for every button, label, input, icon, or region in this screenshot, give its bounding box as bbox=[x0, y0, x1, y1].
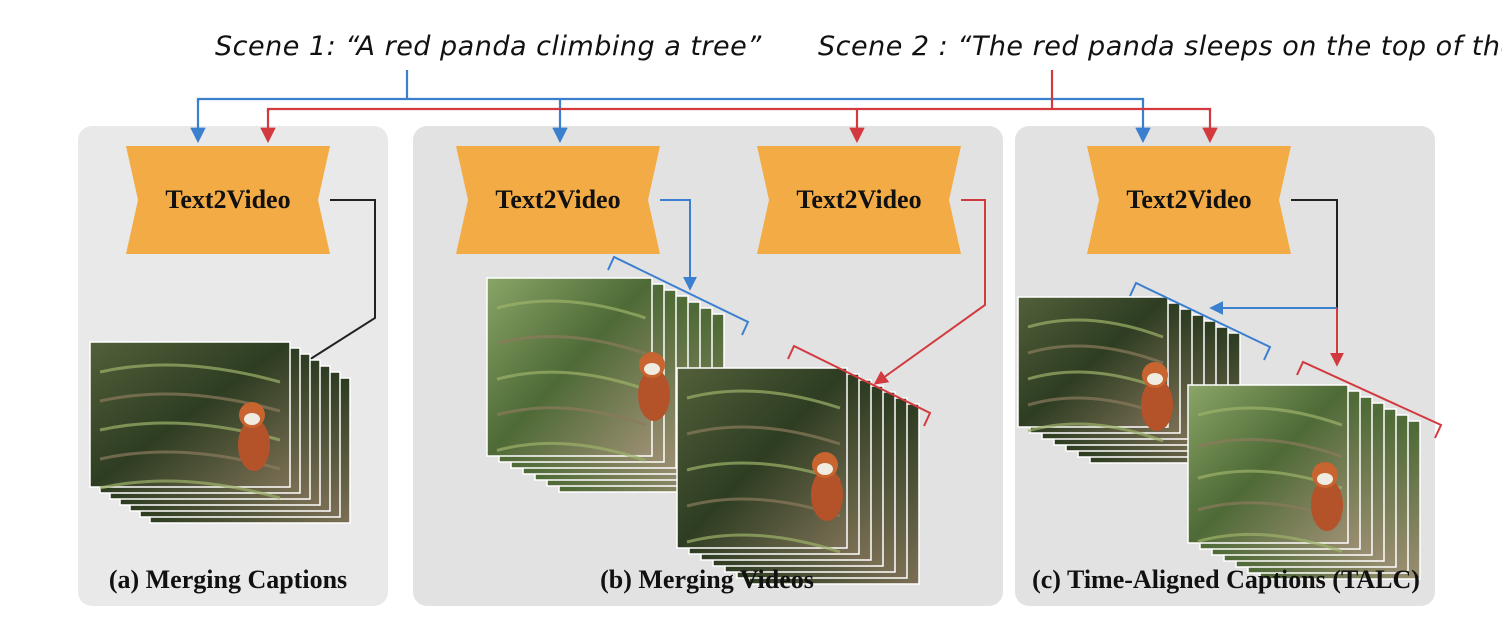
frame-stack-a bbox=[89, 341, 351, 524]
output-arrow-b2 bbox=[873, 199, 986, 385]
branch-texture bbox=[1197, 406, 1343, 427]
branch-texture bbox=[496, 335, 646, 356]
branch-texture bbox=[496, 299, 646, 320]
scene-1-connectors bbox=[190, 70, 1151, 144]
bracket-b1 bbox=[607, 255, 750, 336]
model-label-c: Text2Video bbox=[1126, 185, 1251, 214]
branch-texture bbox=[1027, 422, 1164, 443]
frame-stack-c2 bbox=[1187, 384, 1421, 580]
output-arrow-a bbox=[287, 199, 376, 374]
text2video-model-c: Text2Video bbox=[1087, 146, 1291, 254]
caption-b: (b) Merging Videos bbox=[600, 565, 814, 594]
text2video-model-a: Text2Video bbox=[126, 146, 330, 254]
video-frame bbox=[486, 277, 653, 457]
red-panda-icon bbox=[1311, 462, 1343, 531]
scene-1-caption: Scene 1: “A red panda climbing a tree” bbox=[215, 31, 762, 62]
branch-texture bbox=[1027, 344, 1164, 365]
frame-stack-c1 bbox=[1017, 296, 1241, 464]
branch-texture bbox=[1197, 438, 1343, 459]
branch-texture bbox=[496, 441, 646, 462]
red-panda-icon bbox=[1141, 362, 1173, 431]
branch-texture bbox=[686, 533, 841, 554]
red-panda-icon bbox=[811, 452, 843, 521]
branch-texture bbox=[686, 389, 841, 410]
bracket-c1 bbox=[1129, 281, 1272, 361]
text2video-model-b2: Text2Video bbox=[757, 146, 961, 254]
red-panda-icon bbox=[238, 402, 270, 471]
red-panda-icon bbox=[638, 352, 670, 421]
branch-texture bbox=[99, 479, 281, 500]
branch-texture bbox=[1197, 532, 1343, 553]
scene-2-bus bbox=[266, 107, 1212, 112]
caption-a: (a) Merging Captions bbox=[109, 565, 347, 594]
model-label-b2: Text2Video bbox=[796, 185, 921, 214]
scene-1-bus bbox=[196, 97, 1145, 102]
model-label-a: Text2Video bbox=[165, 185, 290, 214]
branch-texture bbox=[496, 370, 646, 391]
caption-c: (c) Time-Aligned Captions (TALC) bbox=[1032, 565, 1420, 594]
output-arrow-c-split bbox=[1291, 199, 1338, 308]
model-label-b1: Text2Video bbox=[495, 185, 620, 214]
text2video-model-b1: Text2Video bbox=[456, 146, 660, 254]
bracket-c2 bbox=[1296, 360, 1443, 439]
output-arrow-b1 bbox=[660, 199, 697, 291]
branch-texture bbox=[686, 425, 841, 446]
bracket-b2 bbox=[787, 344, 932, 427]
scene-2-caption: Scene 2 : “The red panda sleeps on the t… bbox=[818, 31, 1502, 62]
branch-texture bbox=[99, 363, 281, 384]
branch-texture bbox=[1027, 318, 1164, 339]
scene-2-connectors bbox=[260, 70, 1218, 144]
frame-stack-b2 bbox=[676, 367, 920, 585]
branch-texture bbox=[496, 406, 646, 427]
